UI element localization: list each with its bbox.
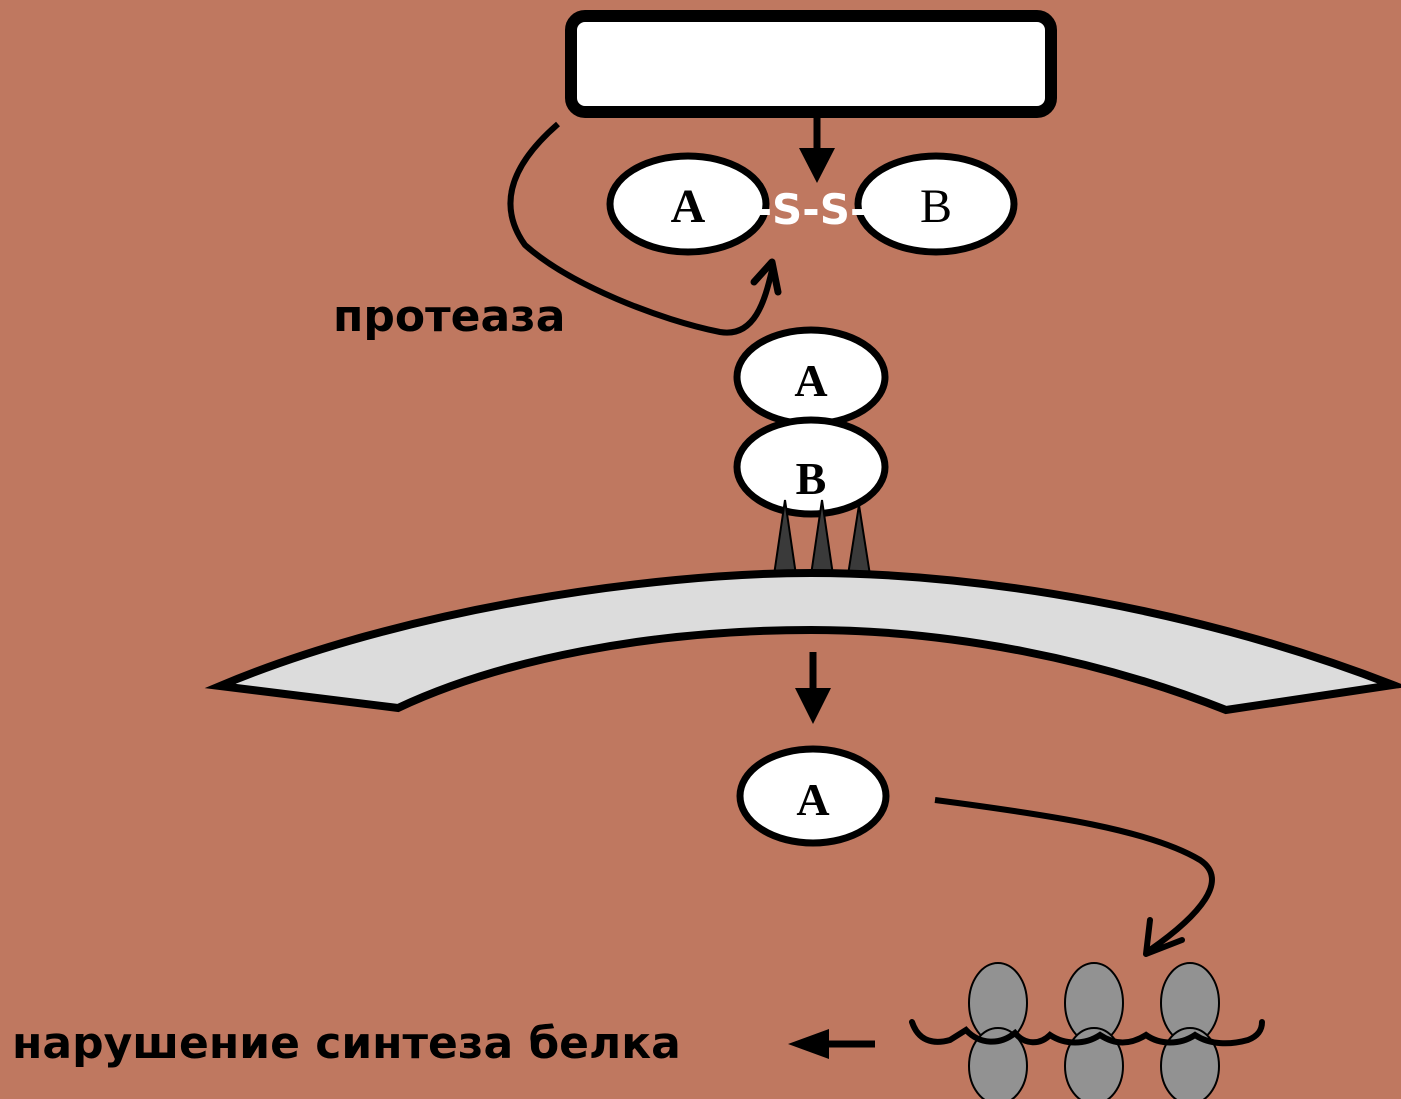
bound-subunit-a-label: A (794, 355, 827, 406)
bound-subunit-b-oval (733, 416, 889, 518)
disulfide-bond-label: -S-S- (755, 185, 868, 234)
internalized-subunit-a-oval (736, 745, 890, 847)
subunit-b-label: B (920, 180, 952, 233)
receptor-spike (846, 504, 872, 576)
ribosome-small-subunit (968, 1027, 1028, 1099)
arrow-box-to-dimer (799, 114, 835, 183)
arrow-to-ribosomes (934, 797, 1215, 957)
ribosome-small-subunit (1160, 1027, 1220, 1099)
arrow-to-result (788, 1029, 875, 1059)
mrna-strand (909, 1019, 1265, 1047)
subunit-a-label: A (671, 180, 706, 233)
protease-arrow (507, 121, 782, 336)
bound-subunit-b-label: B (796, 453, 827, 504)
subunit-b-oval (854, 152, 1018, 256)
toxin-box (565, 10, 1057, 118)
result-label: нарушение синтеза белка (12, 1018, 681, 1069)
protease-label: протеаза (333, 291, 565, 342)
internalized-subunit-a-label: A (796, 774, 829, 825)
arrow-into-cell (795, 652, 831, 724)
ribosomes (968, 962, 1220, 1099)
ribosome-small-subunit (1064, 1027, 1124, 1099)
cell-membrane (204, 568, 1401, 715)
subunit-a-oval (606, 152, 770, 256)
